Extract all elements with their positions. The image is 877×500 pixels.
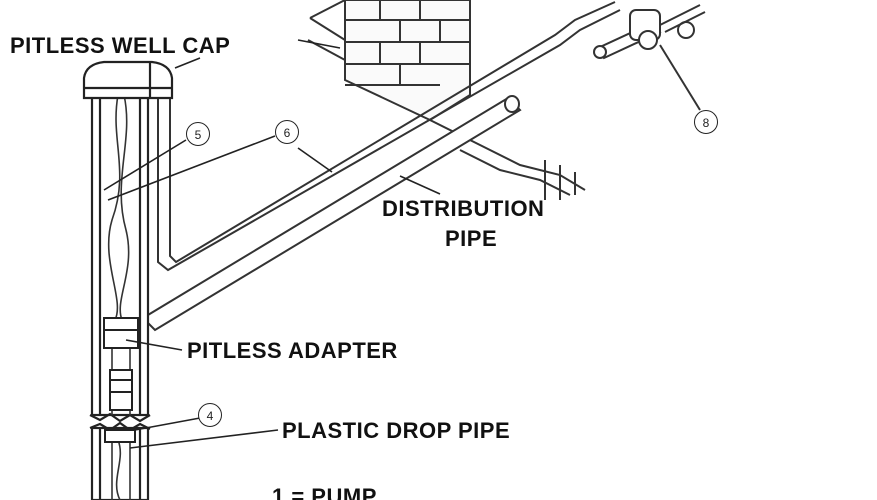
adapter-block xyxy=(103,317,139,443)
label-pipe: PIPE xyxy=(445,226,498,251)
well-cap xyxy=(82,60,174,100)
callout-4: 4 xyxy=(198,403,222,427)
label-pitless-well-cap: PITLESS WELL CAP xyxy=(10,33,231,58)
label-plastic-drop-pipe: PLASTIC DROP PIPE xyxy=(282,418,511,443)
label-pump: 1 = PUMP xyxy=(272,484,377,500)
label-distribution: DISTRIBUTION xyxy=(382,196,545,221)
well-casing xyxy=(89,93,151,500)
callout-5: 5 xyxy=(186,122,210,146)
callout-6: 6 xyxy=(275,120,299,144)
distribution-pipe xyxy=(141,95,522,332)
callout-8: 8 xyxy=(694,110,718,134)
conduit xyxy=(157,1,621,272)
leader-lines xyxy=(103,39,441,449)
valve-assembly xyxy=(593,4,706,111)
label-pitless-adapter: PITLESS ADAPTER xyxy=(187,338,398,363)
